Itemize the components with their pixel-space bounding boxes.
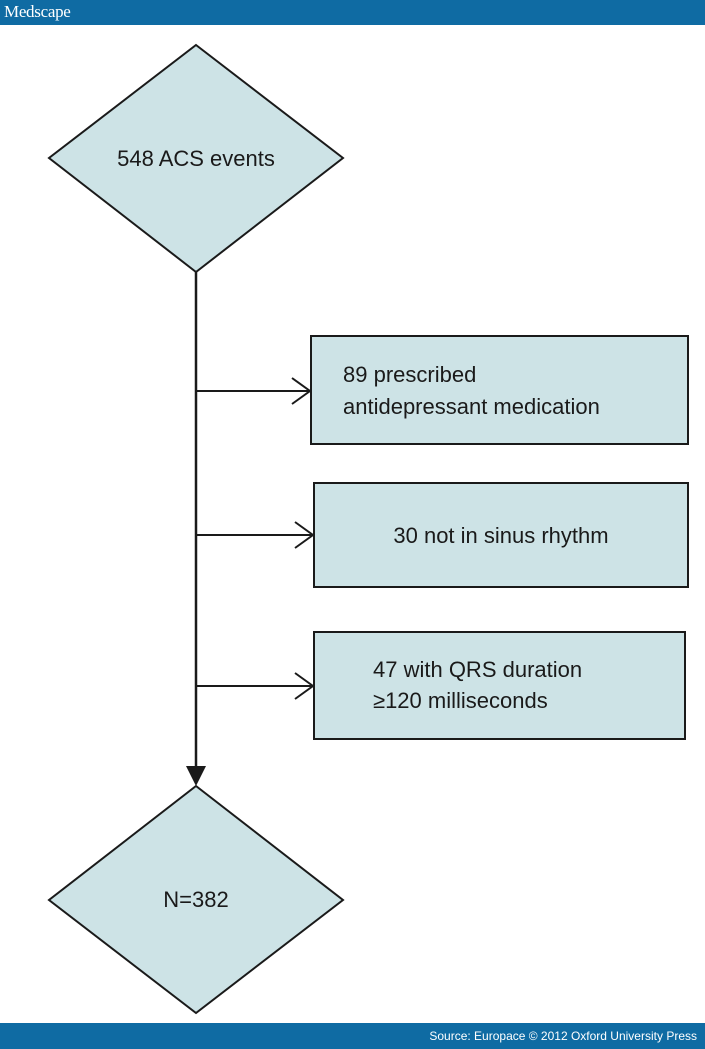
footer-bar: Source: Europace © 2012 Oxford Universit… — [0, 1023, 705, 1049]
start-node: 548 ACS events — [47, 43, 345, 274]
exclusion-1: 89 prescribed antidepressant medication — [196, 335, 689, 445]
down-arrowhead — [186, 766, 206, 786]
exclusion-1-label-line-1: 89 prescribed — [343, 362, 476, 387]
exclusion-2-box — [313, 482, 689, 588]
exclusion-1-label-line-2: antidepressant medication — [343, 394, 600, 419]
exclusion-3-label-line-1: 47 with QRS duration — [373, 657, 582, 682]
start-diamond — [47, 43, 345, 274]
exclusion-3-box — [313, 631, 686, 740]
end-node: N=382 — [47, 784, 345, 1015]
exclusion-1-box — [310, 335, 689, 445]
exclusion-2: 30 not in sinus rhythm — [196, 482, 689, 588]
source-credit: Source: Europace © 2012 Oxford Universit… — [429, 1029, 697, 1043]
exclusion-3: 47 with QRS duration ≥120 milliseconds — [196, 631, 686, 740]
start-node-label: 548 ACS events — [117, 146, 275, 171]
end-node-label: N=382 — [163, 887, 228, 912]
medscape-logo: Medscape — [4, 2, 71, 21]
header-bar: Medscape — [0, 0, 705, 25]
exclusion-2-label: 30 not in sinus rhythm — [393, 523, 608, 548]
exclusion-3-label-line-2: ≥120 milliseconds — [373, 688, 548, 713]
end-diamond — [47, 784, 345, 1015]
